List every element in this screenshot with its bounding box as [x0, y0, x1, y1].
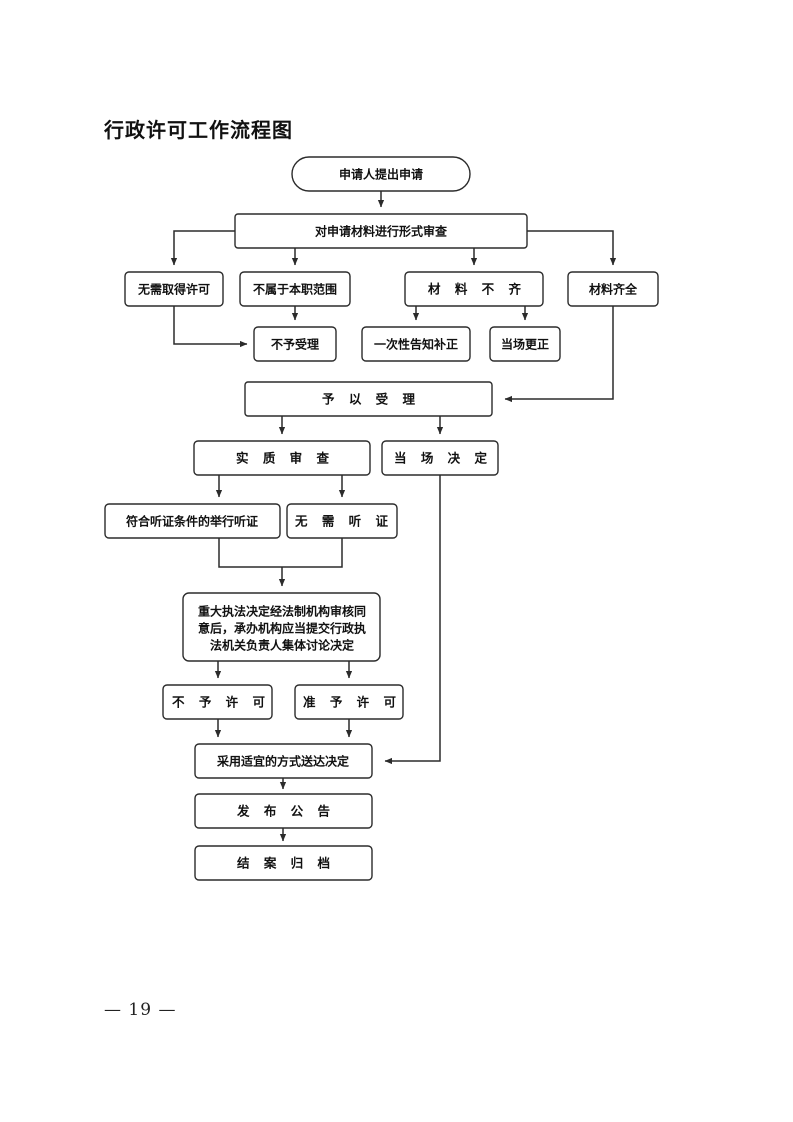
node-materials-incomplete-label: 材 料 不 齐	[427, 282, 526, 297]
node-not-accepted-label: 不予受理	[271, 337, 319, 352]
node-one-time-notice[interactable]: 一次性告知补正	[361, 326, 471, 362]
node-form-review[interactable]: 对申请材料进行形式审查	[234, 213, 528, 249]
node-substantive-review-shape	[193, 440, 371, 476]
node-onsite-decision-shape	[381, 440, 499, 476]
node-serve-decision-shape	[194, 743, 373, 779]
node-materials-complete[interactable]: 材料齐全	[567, 271, 659, 307]
node-materials-incomplete[interactable]: 材 料 不 齐	[404, 271, 544, 307]
node-accept-case-label: 予 以 受 理	[322, 392, 420, 407]
edge-hearing-merge	[218, 538, 343, 568]
node-hold-hearing-label: 符合听证条件的举行听证	[126, 514, 258, 529]
node-serve-decision[interactable]: 采用适宜的方式送达决定	[194, 743, 373, 779]
edge-layer	[170, 191, 617, 842]
node-apply-label: 申请人提出申请	[339, 167, 423, 182]
node-major-decision-review-shape	[182, 592, 381, 662]
node-no-hearing[interactable]: 无 需 听 证	[286, 503, 398, 539]
node-permit-denied[interactable]: 不 予 许 可	[162, 684, 273, 720]
node-close-and-archive-label: 结 案 归 档	[237, 856, 335, 871]
node-no-permit-needed-label: 无需取得许可	[137, 282, 210, 297]
edge-onsite-decide-to-serve	[384, 475, 441, 765]
node-onsite-correction-label: 当场更正	[501, 337, 549, 352]
node-no-hearing-shape	[286, 503, 398, 539]
node-no-permit-needed[interactable]: 无需取得许可	[124, 271, 224, 307]
edge-review-to-complete	[527, 230, 617, 266]
node-major-decision-review-line3: 法机关负责人集体讨论决定	[210, 638, 354, 653]
node-permit-granted-label: 准 予 许 可	[303, 695, 401, 710]
node-major-decision-review-line2: 意后，承办机构应当提交行政执	[198, 621, 366, 636]
node-onsite-decision-label: 当 场 决 定	[394, 451, 492, 466]
node-close-and-archive-shape	[194, 845, 373, 881]
node-out-of-scope[interactable]: 不属于本职范围	[239, 271, 351, 307]
node-publish-announcement[interactable]: 发 布 公 告	[194, 793, 373, 829]
node-accept-case-shape	[244, 381, 493, 417]
node-substantive-review-label: 实 质 审 查	[236, 451, 334, 466]
node-apply[interactable]: 申请人提出申请	[291, 156, 471, 192]
node-not-accepted[interactable]: 不予受理	[253, 326, 337, 362]
node-materials-complete-label: 材料齐全	[588, 282, 638, 297]
node-major-decision-review[interactable]: 重大执法决定经法制机构审核同 意后，承办机构应当提交行政执 法机关负责人集体讨论…	[182, 592, 381, 662]
page-number: — 19 —	[104, 1000, 177, 1020]
node-hold-hearing[interactable]: 符合听证条件的举行听证	[104, 503, 281, 539]
node-form-review-shape	[234, 213, 528, 249]
node-close-and-archive[interactable]: 结 案 归 档	[194, 845, 373, 881]
node-one-time-notice-label: 一次性告知补正	[374, 337, 458, 352]
node-serve-decision-label: 采用适宜的方式送达决定	[216, 754, 349, 769]
node-no-hearing-label: 无 需 听 证	[294, 514, 393, 529]
node-permit-denied-shape	[162, 684, 273, 720]
node-materials-complete-shape	[567, 271, 659, 307]
page-title: 行政许可工作流程图	[104, 118, 293, 142]
edge-no-permit-to-reject	[173, 306, 248, 348]
node-onsite-correction-shape	[489, 326, 561, 362]
edge-review-to-no-permit	[170, 230, 235, 266]
node-no-permit-needed-shape	[124, 271, 224, 307]
node-out-of-scope-label: 不属于本职范围	[253, 282, 337, 297]
node-out-of-scope-shape	[239, 271, 351, 307]
node-accept-case[interactable]: 予 以 受 理	[244, 381, 493, 417]
node-one-time-notice-shape	[361, 326, 471, 362]
node-publish-announcement-shape	[194, 793, 373, 829]
node-materials-incomplete-shape	[404, 271, 544, 307]
node-substantive-review[interactable]: 实 质 审 查	[193, 440, 371, 476]
node-major-decision-review-line1: 重大执法决定经法制机构审核同	[198, 604, 366, 619]
node-permit-granted[interactable]: 准 予 许 可	[294, 684, 404, 720]
node-onsite-decision[interactable]: 当 场 决 定	[381, 440, 499, 476]
edge-complete-to-accept	[504, 306, 614, 403]
node-not-accepted-shape	[253, 326, 337, 362]
node-form-review-label: 对申请材料进行形式审查	[315, 224, 448, 239]
node-apply-shape	[291, 156, 471, 192]
node-hold-hearing-shape	[104, 503, 281, 539]
node-permit-granted-shape	[294, 684, 404, 720]
node-publish-announcement-label: 发 布 公 告	[236, 804, 335, 819]
node-permit-denied-label: 不 予 许 可	[172, 695, 270, 710]
node-onsite-correction[interactable]: 当场更正	[489, 326, 561, 362]
